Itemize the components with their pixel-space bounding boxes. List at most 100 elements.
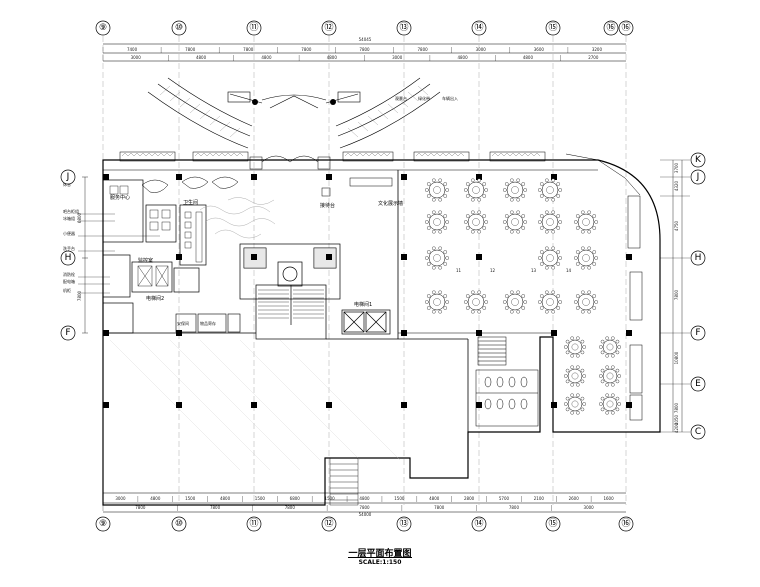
lazy-susan	[472, 186, 480, 194]
chair	[539, 226, 544, 230]
chair	[425, 256, 429, 260]
chair	[551, 210, 555, 215]
table-top	[567, 396, 583, 412]
chair	[599, 402, 603, 406]
dimension-value: 4800	[359, 496, 370, 501]
axis-circle	[246, 516, 262, 532]
round-table	[599, 365, 621, 387]
chair	[615, 396, 620, 401]
dimension-value: 7800	[359, 47, 370, 52]
chair	[564, 374, 568, 378]
chair	[545, 309, 549, 314]
dimension-value: 4800	[196, 55, 207, 60]
room-restroom: 卫生间	[183, 199, 198, 206]
chair	[426, 214, 431, 218]
axis-circle	[545, 20, 561, 36]
chair	[611, 365, 615, 370]
chair	[516, 178, 520, 183]
dimension-value: 1600	[603, 496, 614, 501]
chair	[510, 197, 514, 202]
dimension-value: 1500	[185, 496, 196, 501]
chair	[575, 294, 580, 298]
chair	[592, 226, 597, 230]
chair	[432, 246, 436, 251]
chair	[471, 290, 475, 295]
chair	[477, 210, 481, 215]
axis-circle	[690, 250, 706, 266]
table-top	[506, 213, 524, 231]
lazy-susan	[571, 400, 579, 408]
axis-bubble-top: ⑬	[396, 20, 412, 36]
chair	[594, 256, 598, 260]
chair	[426, 194, 431, 198]
lazy-susan	[433, 218, 441, 226]
axis-bubble-right: H	[690, 250, 706, 266]
chair	[576, 365, 580, 370]
dimension-value: 3000	[131, 55, 142, 60]
lazy-susan	[582, 298, 590, 306]
chair	[471, 210, 475, 215]
chair	[539, 250, 544, 254]
chair	[570, 353, 574, 358]
chair	[538, 256, 542, 260]
dimension-value: 1500	[255, 496, 266, 501]
drawing-scale: SCALE:1:150	[358, 559, 402, 566]
lazy-susan	[606, 400, 614, 408]
chair	[564, 345, 568, 349]
chair	[516, 309, 520, 314]
dimension-value: 4200	[674, 422, 679, 433]
chair	[565, 350, 570, 355]
chair	[504, 194, 509, 198]
round-table	[538, 210, 562, 234]
bottom-dimension-chain	[103, 492, 626, 513]
dimension-value: 2100	[534, 496, 545, 501]
lazy-susan	[433, 254, 441, 262]
chair	[582, 345, 586, 349]
dimension-value: 3000	[115, 496, 126, 501]
chair	[558, 300, 562, 304]
axis-circle	[60, 169, 76, 185]
chair	[574, 220, 578, 224]
room-storage: 物品寄存	[200, 320, 216, 326]
table-top	[506, 293, 524, 311]
dimension-value: 7800	[359, 505, 370, 510]
table-top	[577, 249, 595, 267]
round-table	[425, 178, 449, 202]
axis-circle	[321, 516, 337, 532]
axis-label: C	[695, 427, 701, 437]
chair	[521, 182, 526, 186]
table-number: 13	[531, 268, 537, 273]
table-top	[428, 293, 446, 311]
chair	[465, 214, 470, 218]
chair	[580, 350, 585, 355]
chair	[482, 226, 487, 230]
chair	[510, 210, 514, 215]
axis-circle	[171, 516, 187, 532]
chair	[615, 339, 620, 344]
axis-bubble-right: C	[690, 424, 706, 440]
stair-core-right	[477, 336, 507, 366]
round-table	[503, 178, 527, 202]
lazy-susan	[571, 343, 579, 351]
chair	[521, 306, 526, 310]
dimension-value: 4320	[674, 180, 679, 191]
column-dot	[252, 99, 258, 105]
axis-circle	[690, 376, 706, 392]
axis-label: ⑨	[99, 23, 107, 33]
chair	[545, 178, 549, 183]
table-top	[577, 213, 595, 231]
chair	[445, 220, 449, 224]
lower-hall-hatch	[109, 339, 401, 471]
chair	[574, 256, 578, 260]
dimension-value: 1500	[394, 496, 405, 501]
chair	[580, 407, 585, 412]
chair	[587, 265, 591, 270]
left-dimension: 6800	[77, 212, 82, 223]
dimension-value: 10800	[674, 351, 679, 364]
axis-bubble-top: ⑯	[603, 20, 619, 36]
round-table	[564, 336, 586, 358]
axis-bubble-top: ⑮	[545, 20, 561, 36]
round-table	[599, 336, 621, 358]
chair	[570, 410, 574, 415]
